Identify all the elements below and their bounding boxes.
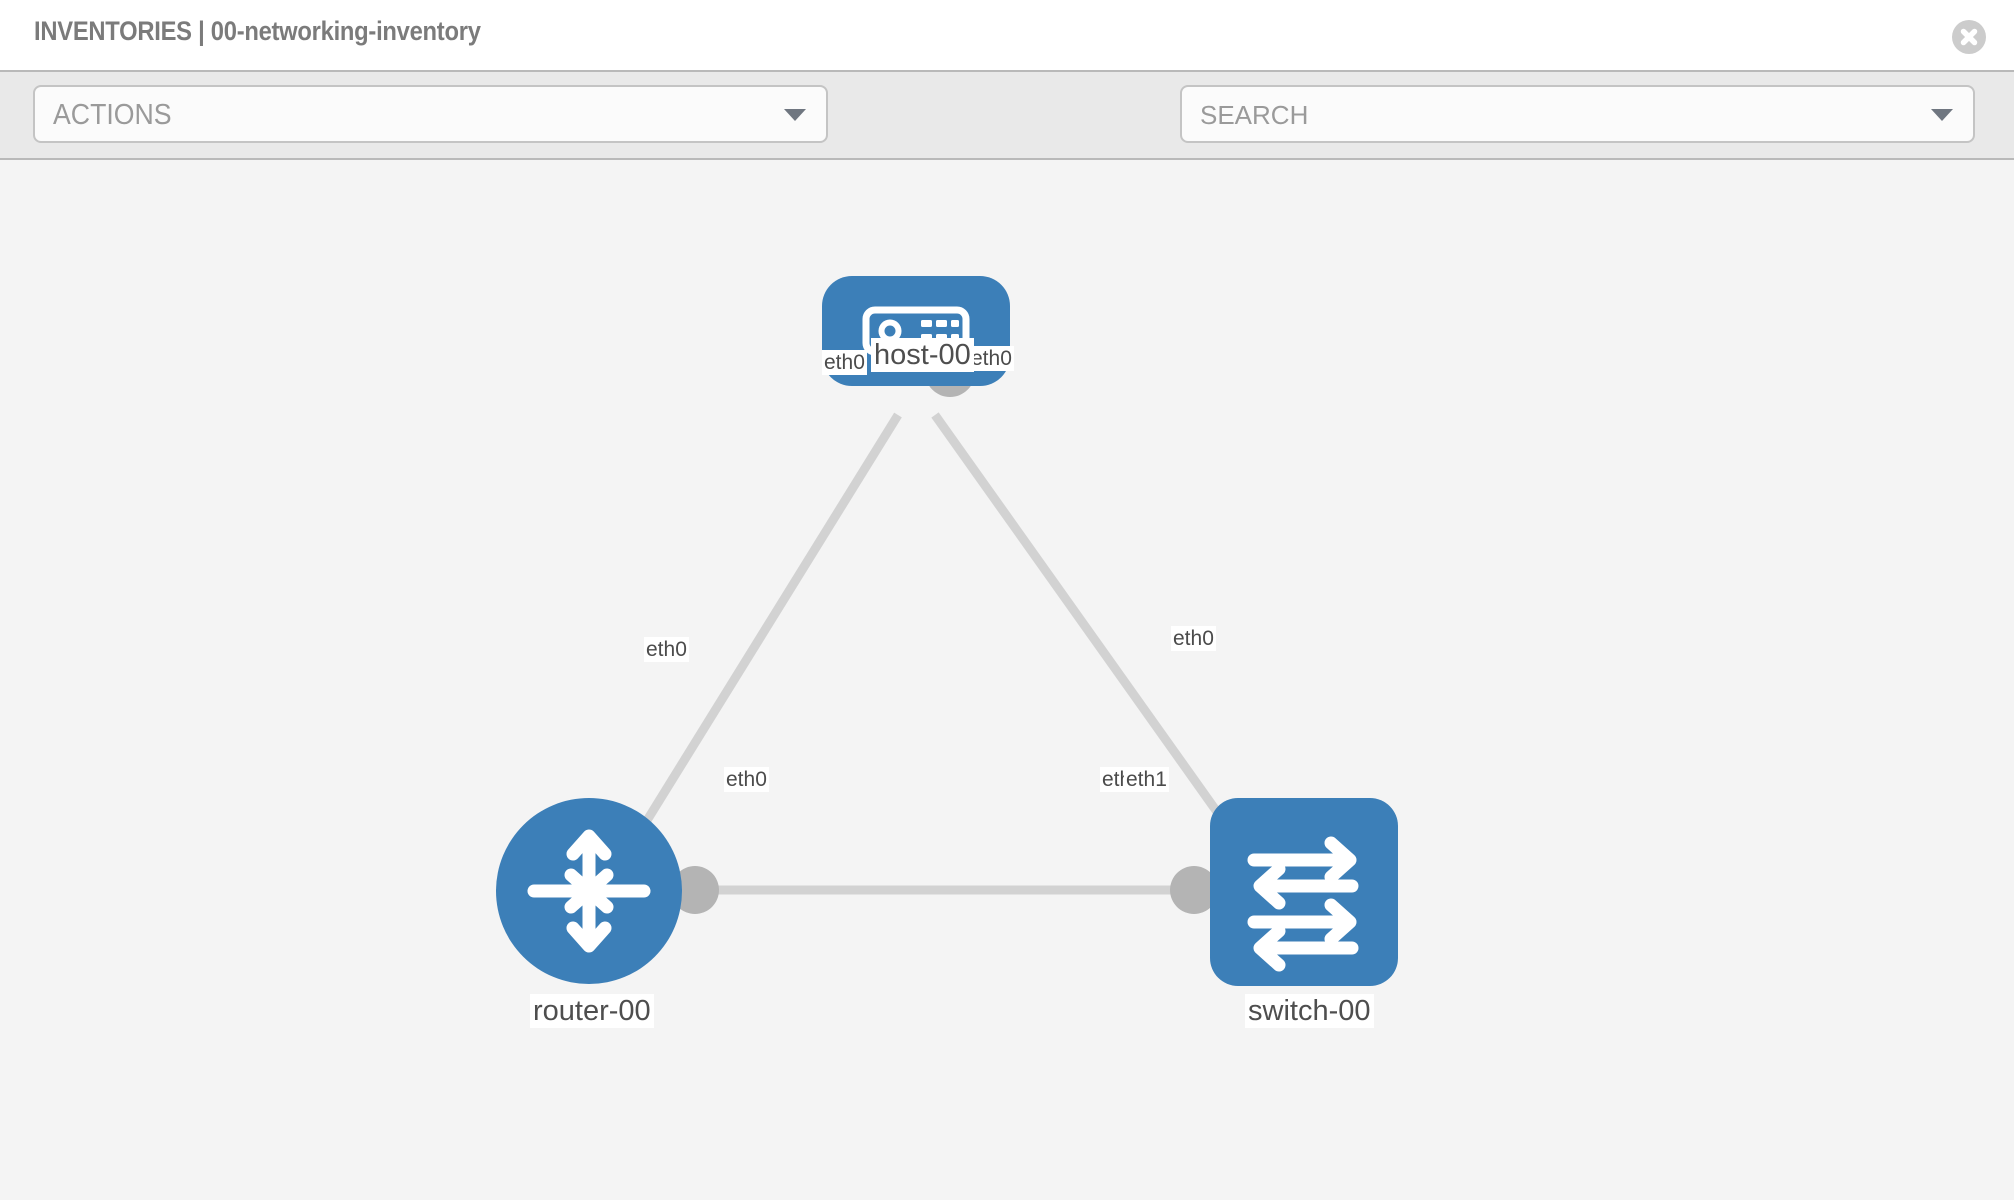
node-label-switch-00: switch-00 (1245, 994, 1374, 1029)
search-input[interactable]: SEARCH (1180, 85, 1975, 143)
edge-label-host00-router00-src: eth0 (822, 350, 867, 376)
toolbar: ACTIONS SEARCH (0, 70, 2014, 201)
edge-label-router00-switch00-dst-eth1: eth1 (1124, 767, 1169, 793)
edge-label-host00-switch00-src: eth0 (969, 346, 1014, 372)
interface-connector (671, 866, 719, 914)
link-host00-router00 (629, 412, 902, 846)
interface-connector (1170, 866, 1218, 914)
edge-label-host00-router00-dst: eth0 (644, 637, 689, 663)
actions-dropdown[interactable]: ACTIONS (33, 85, 828, 143)
page-title: INVENTORIES | 00-networking-inventory (34, 16, 481, 46)
search-placeholder: SEARCH (1200, 100, 1309, 130)
topology-links (629, 412, 1241, 895)
router-arrows-icon (527, 829, 651, 953)
close-icon[interactable] (1952, 20, 1986, 54)
edge-label-host00-switch00-dst: eth0 (1171, 626, 1216, 652)
chevron-down-icon (784, 109, 806, 121)
switch-arrows-icon (1247, 836, 1359, 972)
edge-label-router00-switch00-src: eth0 (724, 767, 769, 793)
actions-dropdown-label: ACTIONS (53, 99, 172, 131)
link-host00-switch00 (931, 412, 1241, 843)
node-label-host-00: host-00 (871, 338, 974, 373)
topology-graph (496, 276, 1398, 986)
topology-canvas[interactable]: eth0 eth0 eth0 eth0 eth0 eth0 eth1 host-… (0, 160, 2014, 1200)
node-router-00 (496, 798, 682, 984)
node-label-router-00: router-00 (530, 994, 654, 1029)
chevron-down-icon (1931, 109, 1953, 121)
page-header: INVENTORIES | 00-networking-inventory (0, 0, 2014, 70)
node-switch-00 (1210, 798, 1398, 986)
